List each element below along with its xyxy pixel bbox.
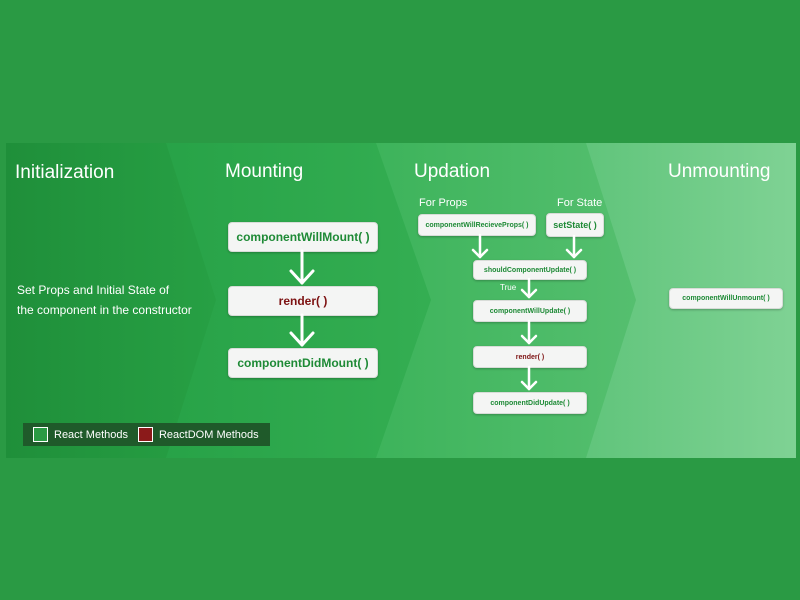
mounting-render-box: render( ) — [228, 286, 378, 316]
unmounting-title: Unmounting — [668, 161, 771, 182]
mounting-title: Mounting — [225, 161, 304, 182]
initialization-chevron — [6, 143, 216, 458]
react-methods-legend-label: React Methods — [54, 428, 128, 441]
legend: React Methods ReactDOM Methods — [23, 423, 270, 446]
initialization-description-line1: Set Props and Initial State of — [17, 283, 170, 297]
initialization-description-line2: the component in the constructor — [17, 303, 192, 317]
initialization-title: Initialization — [15, 162, 115, 183]
component-will-mount-box: componentWillMount( ) — [228, 222, 378, 252]
component-did-mount-box: componentDidMount( ) — [228, 348, 378, 378]
for-props-label: For Props — [419, 197, 468, 209]
component-will-update-box: componentWillUpdate( ) — [473, 300, 587, 322]
true-label: True — [500, 283, 517, 292]
component-will-unmount-box: componentWillUnmount( ) — [669, 288, 783, 309]
should-component-update-box: shouldComponentUpdate( ) — [473, 260, 587, 280]
react-lifecycle-diagram: Initialization Set Props and Initial Sta… — [6, 143, 796, 458]
component-will-recieve-props-box: componentWillRecieveProps( ) — [418, 214, 536, 236]
set-state-box: setState( ) — [546, 213, 604, 237]
component-did-update-box: componentDidUpdate( ) — [473, 392, 587, 414]
react-methods-swatch — [33, 427, 48, 442]
reactdom-methods-swatch — [137, 427, 153, 442]
for-state-label: For State — [557, 197, 603, 209]
updation-render-box: render( ) — [473, 346, 587, 368]
reactdom-methods-legend-label: ReactDOM Methods — [158, 428, 259, 441]
updation-title: Updation — [414, 161, 491, 182]
